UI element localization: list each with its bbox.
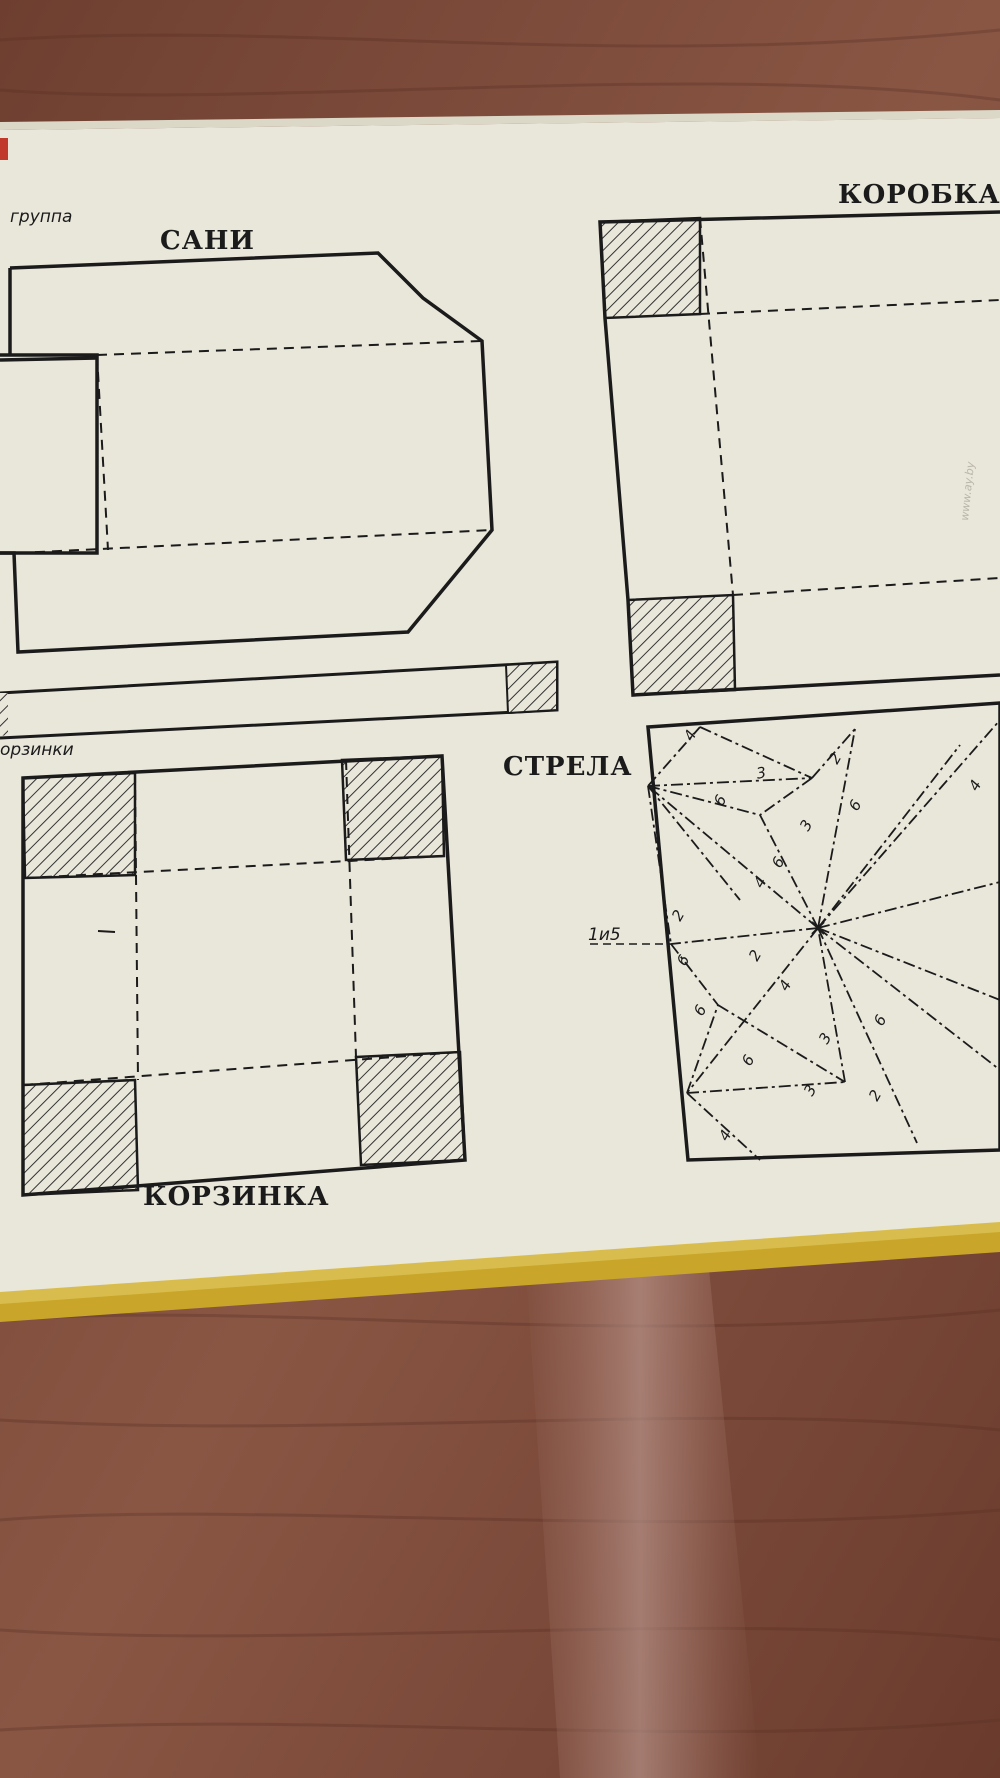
sani-title: САНИ [160, 226, 255, 256]
korzinka-tick [97, 930, 116, 933]
sani-diagram [0, 251, 494, 654]
paper-page [0, 118, 1000, 1292]
sani-strip [0, 660, 559, 740]
strela-diagram [590, 701, 1000, 1162]
korobka-title: КОРОБКА [838, 180, 1000, 210]
korzinka-title: КОРЗИНКА [143, 1182, 330, 1212]
korzinki-label: орзинки [0, 740, 74, 760]
korzinka-dashes [22, 759, 461, 1086]
table-glare [520, 1180, 760, 1778]
korobka-dashes [699, 217, 1000, 596]
korobka-diagram [598, 210, 1000, 697]
sani-dashes [17, 340, 493, 554]
book-edge [0, 1228, 1000, 1322]
strela-title: СТРЕЛА [503, 752, 633, 782]
page-corner-red [0, 138, 8, 160]
group-label: группа [10, 207, 73, 227]
korzinka-diagram [21, 754, 467, 1197]
strela-side-label: 1и5 [588, 925, 621, 945]
